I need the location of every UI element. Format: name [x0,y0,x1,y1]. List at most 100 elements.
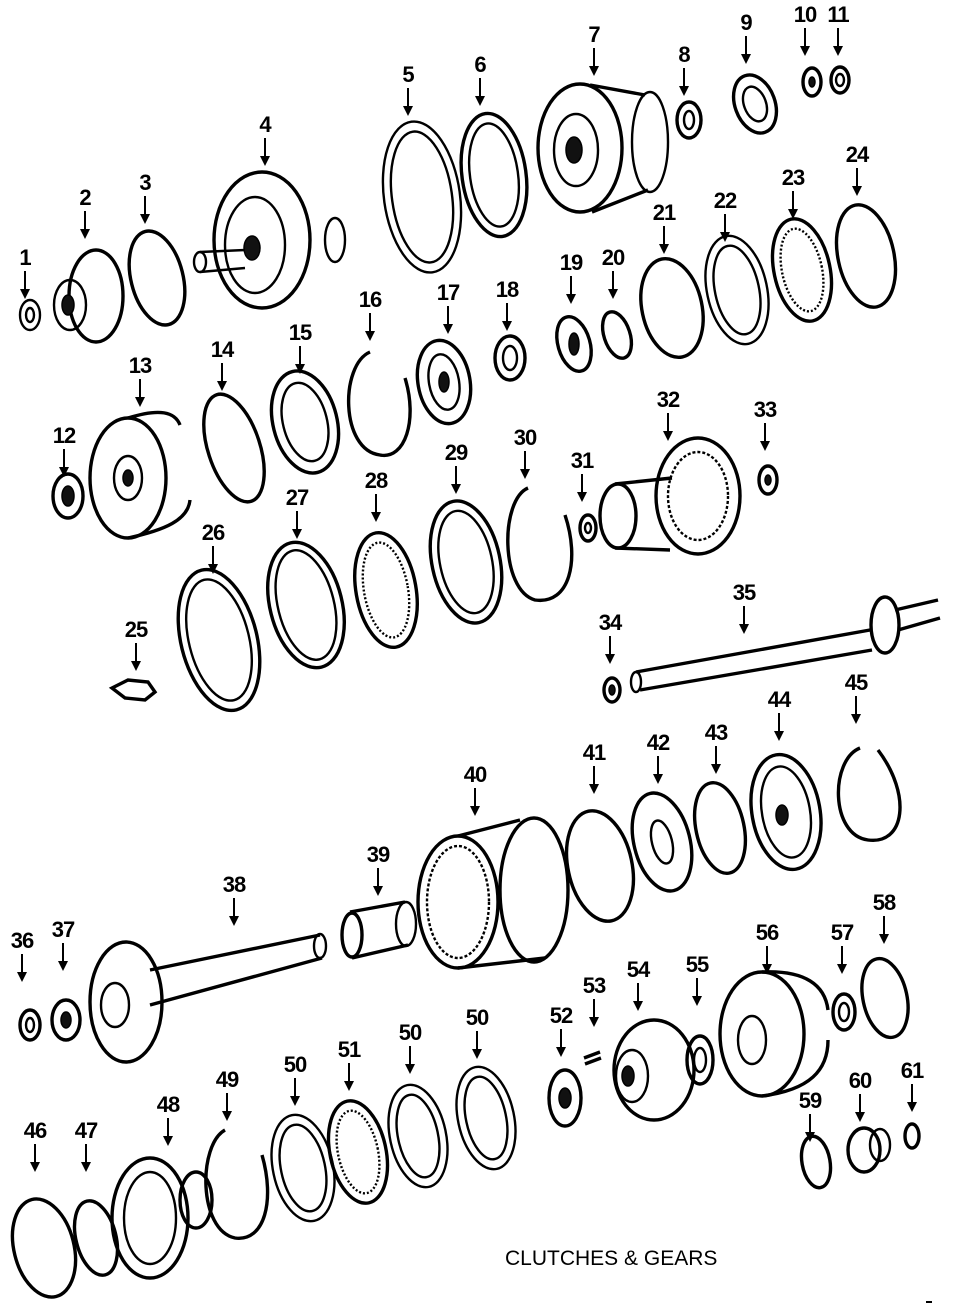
callout-number: 49 [216,1067,239,1092]
part-57-bushing [831,992,857,1032]
callout-number: 20 [602,245,625,270]
callout-56: 56 [756,920,780,974]
callout-51: 51 [338,1037,362,1091]
leader-arrowhead [217,381,227,391]
callout-number: 28 [365,468,388,493]
leader-arrowhead [81,1162,91,1172]
part-5-gasket [381,120,463,274]
part-54-hub [612,1018,696,1122]
leader-arrowhead [443,324,453,334]
callout-42: 42 [647,730,671,784]
callout-38: 38 [223,872,247,926]
callout-number: 32 [657,387,680,412]
part-2-pump-cover [52,248,125,344]
part-39-sun-gear [340,900,418,960]
part-26-plate [176,567,262,713]
leader-arrowhead [774,731,784,741]
leader-arrowhead [800,46,810,56]
leader-arrowhead [520,469,530,479]
leader-arrowhead [659,244,669,254]
callout-number: 60 [849,1068,872,1093]
leader-arrowhead [760,441,770,451]
callout-50: 50 [466,1005,490,1059]
part-53-spring [583,1050,602,1066]
part-8-bushing [675,100,703,140]
callout-number: 48 [157,1092,180,1117]
callout-number: 41 [583,740,606,765]
part-29-disc [428,499,504,625]
leader-arrowhead [17,972,27,982]
callout-17: 17 [437,280,461,334]
leader-arrowhead [663,431,673,441]
callout-2: 2 [79,185,92,239]
callout-46: 46 [24,1118,48,1172]
leader-arrowhead [837,964,847,974]
leader-arrowhead [475,96,485,106]
callout-number: 61 [901,1058,924,1083]
callout-59: 59 [799,1088,823,1142]
callout-number: 38 [223,872,246,897]
callout-6: 6 [474,52,487,106]
part-55-washer [685,1034,715,1086]
callout-number: 13 [129,353,152,378]
part-44-hub [749,752,823,872]
leader-arrowhead [403,106,413,116]
leader-arrowhead [59,467,69,477]
callout-24: 24 [846,142,871,196]
leader-arrowhead [58,961,68,971]
part-17-bearing-cup [415,338,473,426]
callout-57: 57 [831,920,855,974]
leader-arrowhead [135,397,145,407]
leader-arrowhead [140,214,150,224]
leader-arrowhead [566,294,576,304]
callout-number: 27 [286,485,309,510]
part-16-snap-ring [346,350,412,457]
leader-arrowhead [405,1064,415,1074]
part-49-snap-ring [204,1128,270,1240]
leader-arrowhead [131,661,141,671]
leader-arrowhead [502,321,512,331]
part-50-plate-a [270,1113,336,1223]
part-36-washer [18,1008,42,1042]
callout-28: 28 [365,468,389,522]
callout-49: 49 [216,1067,240,1121]
leader-arrowhead [851,714,861,724]
leader-arrowhead [852,186,862,196]
part-35-shaft [629,595,941,694]
part-58-ring [860,956,910,1040]
callout-60: 60 [849,1068,873,1122]
part-37-bearing [50,998,82,1042]
part-30-snap-ring [506,486,574,602]
callout-5: 5 [402,62,415,116]
callout-number: 50 [466,1005,489,1030]
callout-number: 1 [19,245,31,270]
part-7-clutch-drum [536,82,670,214]
part-12-bearing [51,472,85,520]
callout-number: 2 [79,185,91,210]
part-47-clip [72,1199,120,1277]
part-50-plate-c [455,1065,517,1171]
callout-number: 34 [599,610,623,635]
leader-arrowhead [163,1136,173,1146]
leader-arrowhead [805,1132,815,1142]
callout-35: 35 [733,580,757,634]
leader-arrowhead [373,886,383,896]
part-60-plug [846,1126,892,1174]
callout-50: 50 [284,1052,308,1106]
callout-58: 58 [873,890,897,944]
callout-34: 34 [599,610,624,664]
callout-number: 23 [782,165,805,190]
part-56-drum [718,970,830,1098]
callout-number: 55 [686,952,709,977]
callout-43: 43 [705,720,729,774]
callout-29: 29 [445,440,469,494]
callout-4: 4 [259,112,273,166]
part-43-ring [692,781,748,875]
callout-number: 18 [496,277,519,302]
callout-19: 19 [560,250,584,304]
part-9-bearing [731,73,779,135]
callout-37: 37 [52,917,76,971]
callout-number: 46 [24,1118,47,1143]
leader-arrowhead [762,964,772,974]
callout-number: 40 [464,762,487,787]
